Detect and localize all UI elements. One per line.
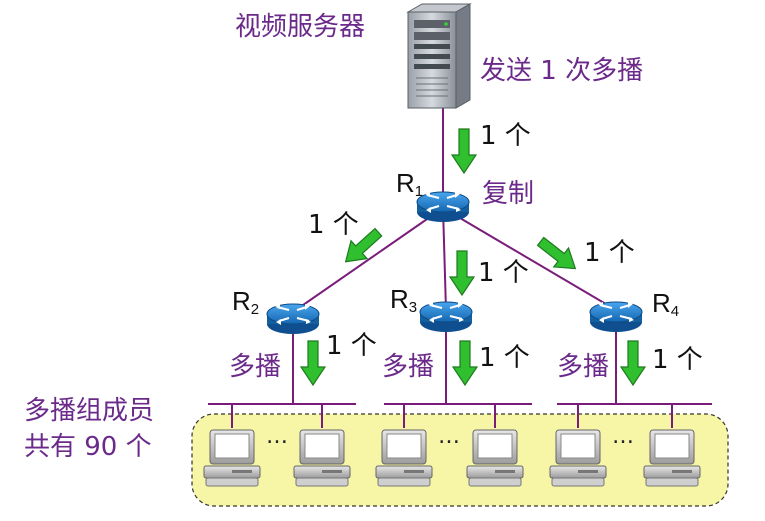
multicast-label-r3: 多播 xyxy=(382,352,435,382)
multicast-label-r2: 多播 xyxy=(229,352,282,382)
arrow-down-icon xyxy=(451,340,479,387)
link-r1-r4 xyxy=(442,207,617,311)
arrow-down-icon xyxy=(299,340,327,387)
video-server-icon xyxy=(406,3,472,109)
link-r1-r3 xyxy=(442,207,447,311)
pc-icon xyxy=(293,429,351,487)
arrow-diagonal-icon xyxy=(344,227,383,263)
pc-icon xyxy=(375,429,433,487)
arrow-down-icon xyxy=(450,128,478,175)
group-count-label: 共有 90 个 xyxy=(24,432,152,462)
server-label: 视频服务器 xyxy=(235,12,366,42)
count-label-r3-link: 1 个 xyxy=(478,258,529,288)
count-label-r4-link: 1 个 xyxy=(584,238,635,268)
arrow-diagonal-icon xyxy=(536,236,577,270)
count-label-server: 1 个 xyxy=(480,121,531,151)
count-label-r2-lan: 1 个 xyxy=(326,331,377,361)
network-links xyxy=(292,108,617,404)
router-r4-label: R4 xyxy=(652,288,680,320)
packet-arrows xyxy=(299,128,647,387)
router-r3-label: R3 xyxy=(390,284,418,316)
count-label-r4-lan: 1 个 xyxy=(652,345,703,375)
group-members-label: 多播组成员 xyxy=(24,396,155,426)
router-r1-label: R1 xyxy=(396,168,424,200)
arrow-down-icon xyxy=(448,250,476,297)
replicate-label: 复制 xyxy=(482,179,535,209)
router-r1-icon xyxy=(416,191,470,223)
ellipsis-2: … xyxy=(438,424,461,449)
pc-icon xyxy=(466,429,524,487)
pc-icon xyxy=(203,429,261,487)
lan-buses xyxy=(208,403,712,428)
arrow-down-icon xyxy=(619,340,647,387)
router-r2-icon xyxy=(266,303,320,335)
multicast-label-r4: 多播 xyxy=(557,352,610,382)
router-r4-icon xyxy=(589,301,643,333)
ellipsis-3: … xyxy=(612,424,635,449)
pc-icon xyxy=(643,429,701,487)
count-label-r3-lan: 1 个 xyxy=(479,343,530,373)
pc-icon xyxy=(549,429,607,487)
router-r3-icon xyxy=(419,301,473,333)
ellipsis-1: … xyxy=(266,424,289,449)
link-r1-r2 xyxy=(292,207,444,313)
count-label-r2-link: 1 个 xyxy=(308,210,359,240)
router-r2-label: R2 xyxy=(232,286,260,318)
send-once-label: 发送 1 次多播 xyxy=(480,56,644,86)
